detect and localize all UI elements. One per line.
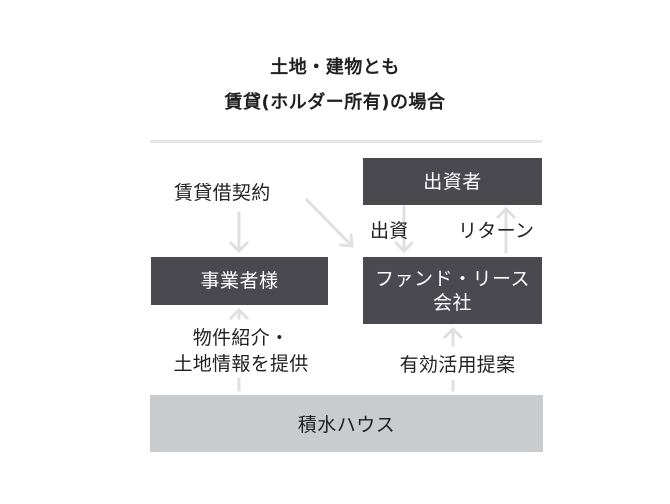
sekisui-house-label: 積水ハウス [297, 414, 396, 436]
property-intro-line1: 物件紹介・ [192, 327, 290, 349]
business-operator-box: 事業者様 [151, 257, 328, 305]
business-operator-label: 事業者様 [200, 270, 279, 292]
lease-contract-label: 賃貸借契約 [174, 182, 271, 204]
fund-lease-company-box: ファンド・リース 会社 [363, 257, 542, 324]
property-intro-label: 物件紹介・ 土地情報を提供 [152, 325, 330, 377]
arrow-lease-to-business [228, 211, 250, 254]
diagram-title-line1: 土地・建物とも [270, 57, 400, 78]
fund-lease-label-line1: ファンド・リース [374, 267, 531, 290]
investor-label: 出資者 [423, 170, 482, 193]
investment-label: 出資 [370, 220, 409, 242]
investor-box: 出資者 [363, 158, 542, 205]
title-divider [150, 140, 542, 143]
return-label: リターン [458, 220, 535, 242]
arrow-lease-to-fund [304, 197, 354, 248]
property-intro-line2: 土地情報を提供 [173, 353, 309, 375]
fund-lease-label-line2: 会社 [432, 291, 472, 314]
utilization-proposal-label: 有効活用提案 [399, 354, 516, 376]
sekisui-house-box: 積水ハウス [150, 395, 543, 452]
diagram-title-line2: 賃貸(ホルダー所有)の場合 [224, 92, 446, 113]
